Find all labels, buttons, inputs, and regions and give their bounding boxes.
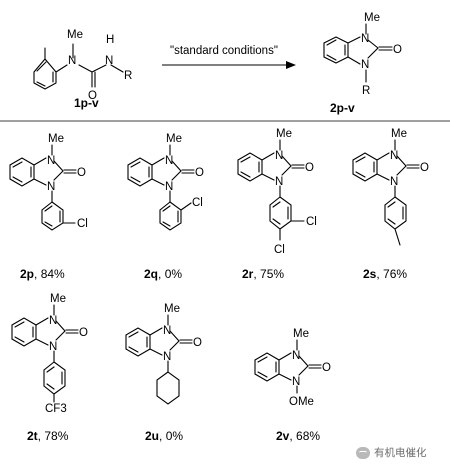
compound-2r-label: 2r, 75% <box>242 267 284 281</box>
compound-2q-structure: N Me O N Cl <box>127 133 204 231</box>
compound-2r-structure: N Me O N Cl Cl <box>237 128 317 256</box>
compound-id: 2s <box>363 267 377 281</box>
carbonyl-o: O <box>195 167 204 179</box>
compound-id: 2q <box>144 267 158 281</box>
carbonyl-o: O <box>420 162 429 174</box>
reactant-r: R <box>124 70 132 82</box>
product-o: O <box>393 44 402 56</box>
methyl: Me <box>50 293 66 305</box>
compound-2t-label: 2t, 78% <box>27 429 69 443</box>
reactant-n-methyl: N <box>68 55 76 67</box>
trifluoromethyl-substituent: CF3 <box>45 403 67 415</box>
reactant-nh: N <box>105 55 113 67</box>
watermark-text: 有机电催化 <box>374 447 427 459</box>
compound-yield: 78% <box>44 429 68 443</box>
product-label: 2p-v <box>330 101 355 115</box>
methyl: Me <box>164 303 180 315</box>
compound-2t-structure: N Me O N CF3 <box>11 293 88 415</box>
methyl: Me <box>48 133 64 145</box>
product-n3: N <box>361 59 369 71</box>
methyl: Me <box>166 133 182 145</box>
n3: N <box>163 351 171 363</box>
compound-id: 2v <box>276 429 290 443</box>
carbonyl-o: O <box>322 362 331 374</box>
methyl: Me <box>391 128 407 140</box>
watermark: 有机电催化 <box>356 445 427 460</box>
reaction-conditions: "standard conditions" <box>170 45 278 57</box>
n3: N <box>47 181 55 193</box>
n1: N <box>49 315 57 327</box>
compound-id: 2u <box>145 429 159 443</box>
compound-2u-label: 2u, 0% <box>145 429 183 443</box>
methyl: Me <box>276 128 292 140</box>
methyl: Me <box>293 328 309 340</box>
compound-2q-label: 2q, 0% <box>144 267 182 281</box>
compound-id: 2p <box>20 267 34 281</box>
compound-yield: 0% <box>165 267 183 281</box>
compound-2s-label: 2s, 76% <box>363 267 407 281</box>
n1: N <box>47 155 55 167</box>
arrow-head <box>286 61 296 69</box>
reactant-h: H <box>106 34 114 46</box>
n1: N <box>275 150 283 162</box>
compound-2u-structure: N Me O N <box>125 303 202 405</box>
product-structure: N Me O N R <box>323 12 402 97</box>
compound-2v-label: 2v, 68% <box>276 429 320 443</box>
chloro-substituent: Cl <box>77 218 88 230</box>
n3: N <box>165 181 173 193</box>
compound-yield: 68% <box>296 429 320 443</box>
compound-2p-structure: N Me O N Cl <box>9 133 88 231</box>
compound-yield: 75% <box>260 267 284 281</box>
methoxy-substituent: OMe <box>289 396 314 408</box>
carbonyl-o: O <box>77 167 86 179</box>
wechat-icon <box>356 446 370 459</box>
compound-2v-structure: N Me O N OMe <box>254 328 331 408</box>
n1: N <box>163 325 171 337</box>
compound-2p-label: 2p, 84% <box>20 267 65 281</box>
compound-yield: 76% <box>383 267 407 281</box>
chloro-substituent: Cl <box>192 197 203 209</box>
product-n1: N <box>361 33 369 45</box>
n1: N <box>165 155 173 167</box>
n3: N <box>390 176 398 188</box>
compound-id: 2t <box>27 429 38 443</box>
carbonyl-o: O <box>79 327 88 339</box>
carbonyl-o: O <box>305 162 314 174</box>
product-r: R <box>362 85 370 97</box>
reactant-label: 1p-v <box>74 96 99 110</box>
compound-2s-structure: N Me O N <box>352 128 429 246</box>
n3: N <box>49 341 57 353</box>
reactant-structure: N Me O N H R <box>33 29 132 102</box>
n3: N <box>292 376 300 388</box>
product-methyl: Me <box>364 12 380 24</box>
compound-id: 2r <box>242 267 254 281</box>
chloro-substituent-4: Cl <box>274 244 285 256</box>
chloro-substituent-3: Cl <box>306 216 317 228</box>
n3: N <box>275 176 283 188</box>
n1: N <box>292 350 300 362</box>
reactant-methyl: Me <box>67 29 83 41</box>
n1: N <box>390 150 398 162</box>
reactant-carbonyl-o: O <box>88 90 97 102</box>
compound-yield: 0% <box>166 429 184 443</box>
compound-yield: 84% <box>41 267 65 281</box>
carbonyl-o: O <box>193 337 202 349</box>
